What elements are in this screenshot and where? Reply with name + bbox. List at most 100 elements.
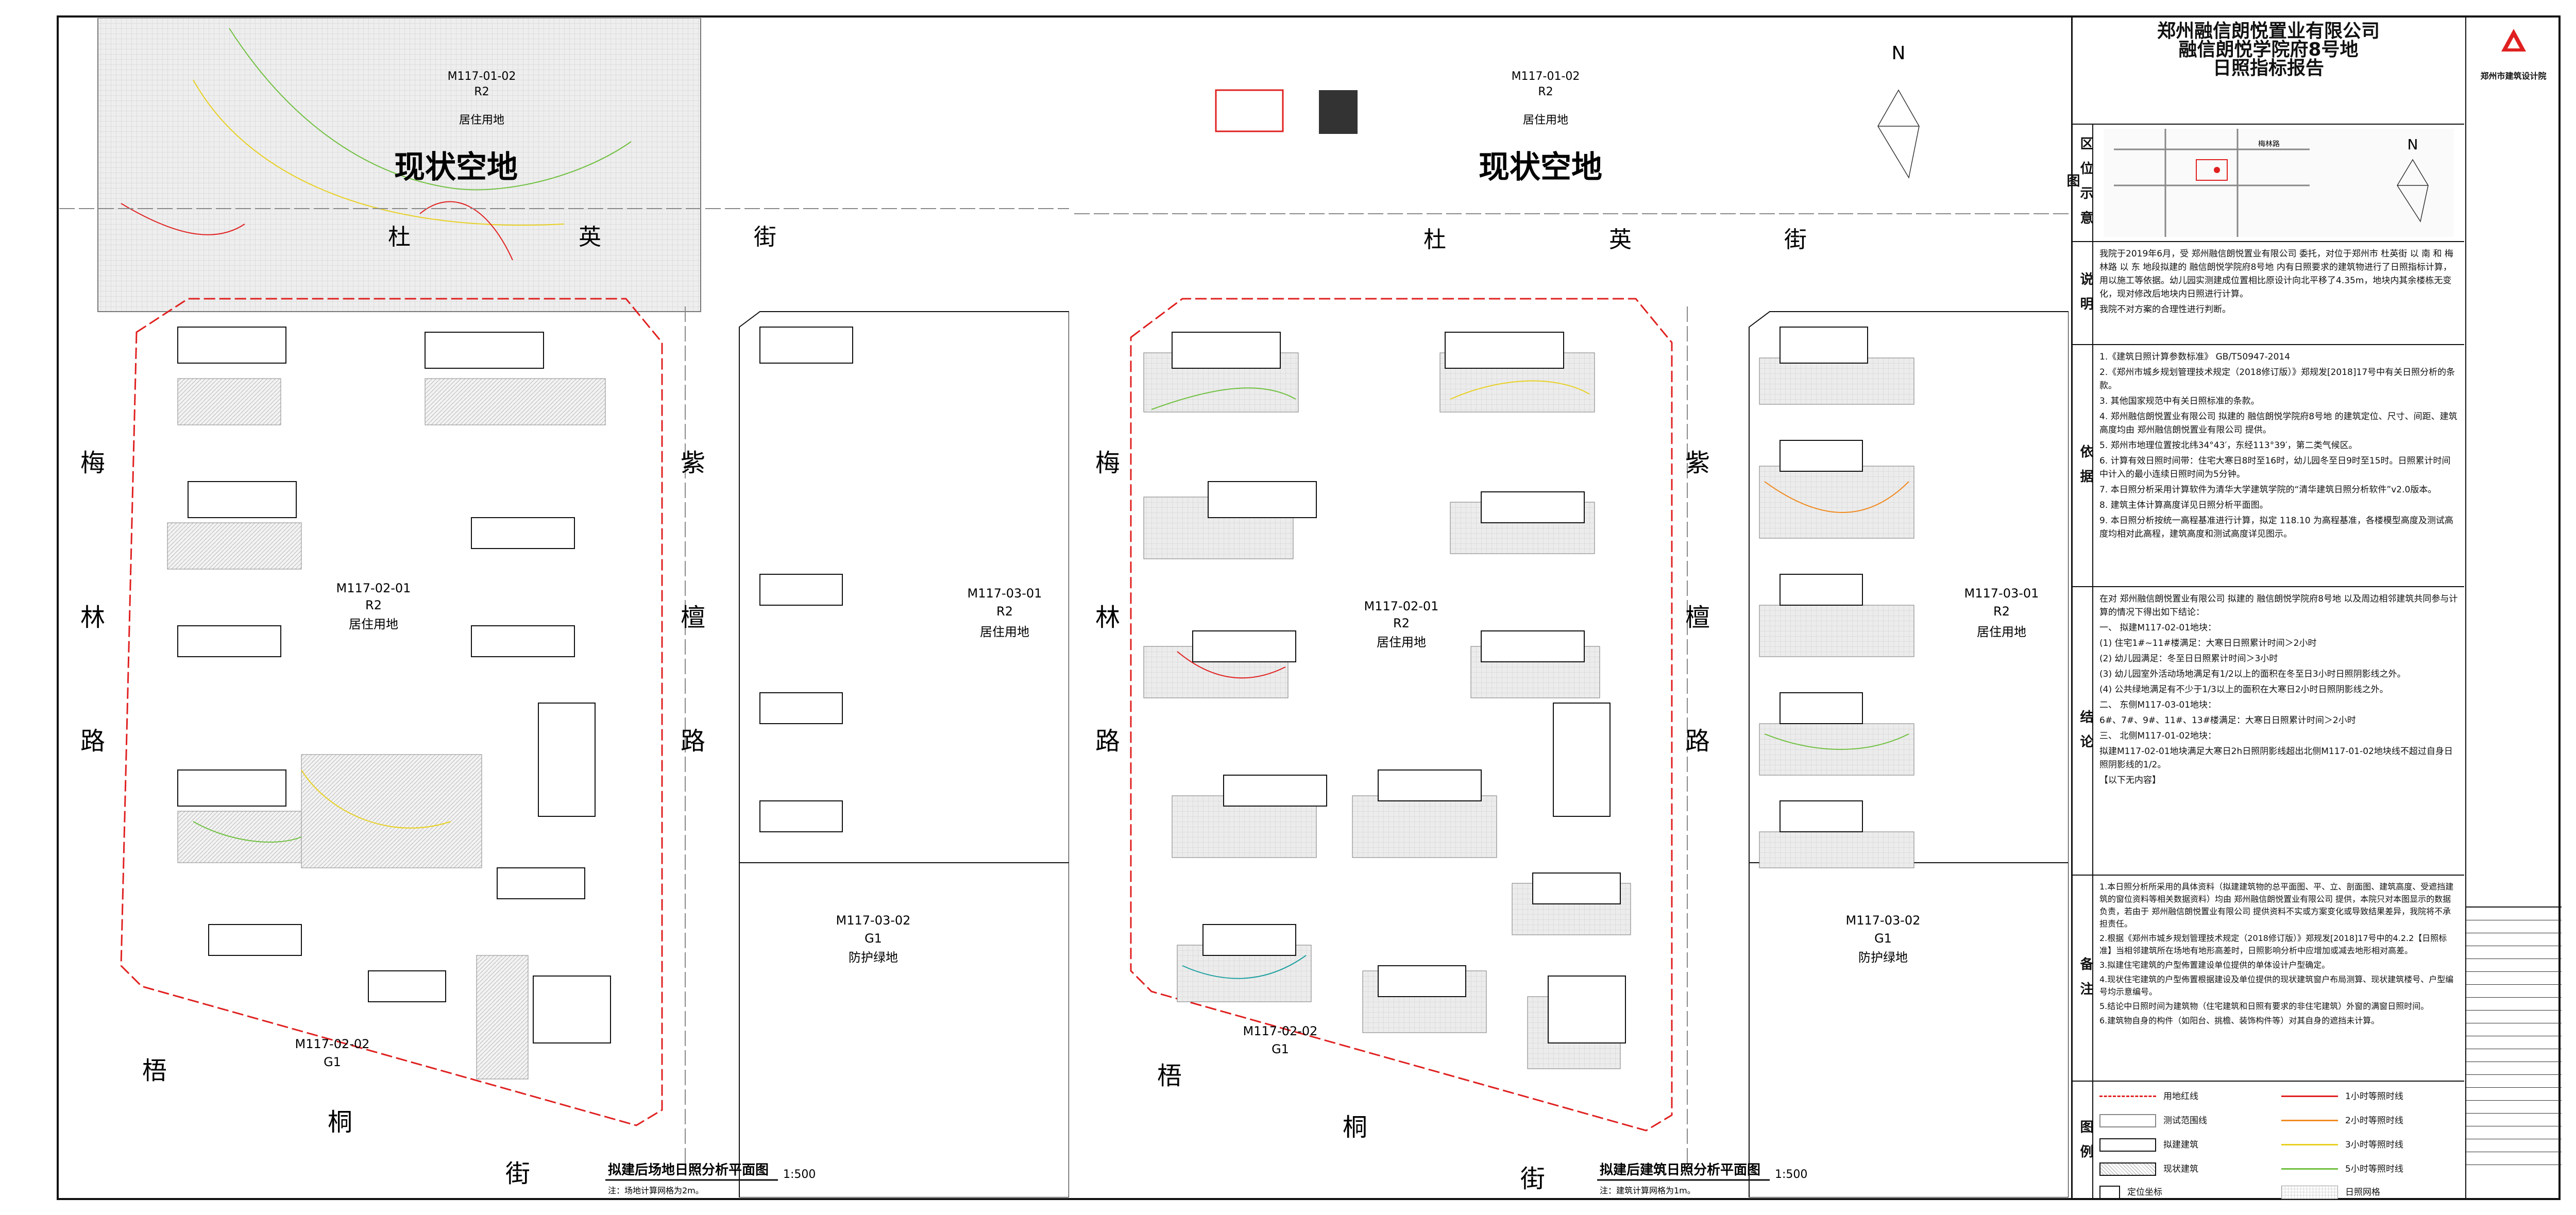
parcel-top-use: 居住用地 [459,114,504,127]
basis-section: 依据 1.《建筑日照计算参数标准》 GB/T50947-2014 2.《郑州市城… [2073,345,2464,587]
left-site-plan: 现状空地 M117-01-02 R2 居住用地 杜 英 街 梅 林 路 紫 檀 … [59,18,1069,1197]
parcel-top-id: M117-01-02 [1512,70,1580,83]
building [1553,703,1611,817]
street-left-3: 路 [80,727,105,756]
building [497,867,585,899]
parcel-main-id: M117-02-01 [336,581,411,595]
parcel-right-use: 居住用地 [1977,625,2026,639]
conclusion-item: 一、 拟建M117-02-01地块： [2099,623,2217,633]
street-mid-1: 紫 [1685,449,1710,477]
building [425,332,544,369]
building [1172,332,1281,369]
parcel-main-code: R2 [365,598,382,612]
conclusion-item: 【以下无内容】 [2099,775,2161,785]
street-mid-3: 路 [681,727,705,756]
green-right-use: 防护绿地 [849,950,898,965]
green-right-id: M117-03-02 [836,913,911,928]
title-block: 郑州融信朗悦置业有限公司 融信朗悦学院府8号地 日照指标报告 [2073,15,2464,125]
parcel-right-id: M117-03-01 [968,586,1042,601]
conclusion-item: 6#、7#、9#、11#、13#楼满足：大寒日日照累计时间＞2小时 [2099,715,2356,726]
conclusion-item: (1) 住宅1#~11#楼满足：大寒日日照累计时间＞2小时 [2099,638,2317,648]
building [1208,481,1317,518]
street-bottom-1: 梧 [142,1056,167,1085]
parcel-green-id: M117-02-02 [1243,1024,1318,1038]
building [759,692,843,724]
street-mid-2: 檀 [681,603,705,632]
building [1378,965,1466,997]
basis-item: 9. 本日照分析按统一高程基准进行计算，拟定 118.10 为高程基准，各楼模型… [2099,516,2453,539]
basis-item: 8. 建筑主体计算高度详见日照分析平面图。 [2099,500,2268,510]
building [1378,769,1482,801]
north-arrow [1877,89,1920,179]
building [1780,800,1863,832]
conclusion-item: (2) 幼儿园满足：冬至日日照累计时间＞3小时 [2099,654,2278,664]
legend-item: 3小时等照时线 [2281,1137,2458,1152]
location-map: 梅林路 N [2104,129,2454,237]
remark-item: 6.建筑物自身的构件（如阳台、挑檐、装饰构件等）对其自身的遮挡未计算。 [2099,1016,2380,1025]
conclusion-item: 拟建M117-02-01地块满足大寒日2h日照阴影线超出北侧M117-01-02… [2099,746,2453,770]
conclusion-item: 在对 郑州融信朗悦置业有限公司 拟建的 融信朗悦学院府8号地 以及周边相邻建筑共… [2099,594,2458,618]
street-left-2: 林 [80,603,105,632]
plan-scale: 1:500 [783,1168,816,1181]
street-mid-2: 檀 [1685,603,1710,632]
street-bottom-3: 街 [1520,1165,1545,1193]
institute-column: 郑州市建筑设计院 [2465,15,2562,1200]
legend-item: 定位坐标 [2099,1186,2276,1199]
remark-item: 1.本日照分析所采用的具体资料（拟建建筑物的总平面图、平、立、剖面图、建筑高度、… [2099,882,2454,929]
parcel-green-code: G1 [1272,1042,1289,1056]
plan-scale: 1:500 [1775,1168,1807,1181]
vacant-land-area [97,18,701,312]
legend-item: 用地红线 [2099,1089,2276,1104]
green-right-code: G1 [865,931,882,946]
building [1780,440,1863,472]
building [759,574,843,606]
conclusion-section: 结论 在对 郑州融信朗悦置业有限公司 拟建的 融信朗悦学院府8号地 以及周边相邻… [2073,587,2464,876]
conclusion-item: (3) 幼儿园室外活动场地满足有1/2以上的面积在冬至日3小时日照阴影线之外。 [2099,669,2406,679]
basis-item: 2.《郑州市城乡规划管理技术规定（2018修订版）》郑规发[2018]17号中有… [2099,367,2455,391]
basis-item: 3. 其他国家规范中有关日照标准的条款。 [2099,396,2260,406]
remark-item: 3.拟建住宅建筑的户型佈置建设单位提供的单体设计户型确定。 [2099,960,2330,970]
location-road-label: 梅林路 [2258,140,2280,148]
legend-item: 测试范围线 [2099,1113,2276,1128]
parcel-green-code: G1 [324,1055,341,1069]
vacant-label: 现状空地 [394,149,518,185]
location-section: 区位示意图 梅林路 N [2064,124,2464,242]
building [471,625,575,657]
qr-code [1319,90,1358,134]
plan-title: 拟建后场地日照分析平面图 [608,1162,769,1178]
street-left-1: 梅 [80,449,105,477]
vacant-label: 现状空地 [1479,149,1602,185]
parcel-top-use: 居住用地 [1523,114,1568,127]
building [1223,775,1327,807]
institute-logo-icon [2501,29,2526,52]
conclusion-item: 三、 北侧M117-01-02地块： [2099,731,2217,741]
project-name: 融信朗悦学院府8号地 [2178,39,2359,60]
street-bottom-2: 桐 [328,1108,352,1137]
building [1548,976,1626,1043]
building [1780,574,1863,606]
report-title: 日照指标报告 [2212,58,2324,79]
drawing-frame [57,15,2561,1200]
remark-item: 4.现状住宅建筑的户型佈置根据建设及单位提供的现状建筑窗户布局测算、现状建筑楼号… [2099,974,2454,997]
parcel-top-code: R2 [1538,85,1553,98]
remark-item: 5.结论中日照时间为建筑物（住宅建筑和日照有要求的非住宅建筑）外窗的满窗日照时间… [2099,1001,2429,1011]
legend-item: 1小时等照时线 [2281,1089,2458,1104]
parcel-main-id: M117-02-01 [1364,599,1439,613]
street-top-3: 街 [754,224,776,250]
legend-item: 5小时等照时线 [2281,1161,2458,1176]
green-right-use: 防护绿地 [1858,950,1908,965]
north-label: N [2408,136,2418,153]
parcel-main-use: 居住用地 [1377,635,1426,649]
section-label: 说明 [2073,242,2093,344]
street-top-3: 街 [1784,227,1807,253]
basis-item: 1.《建筑日照计算参数标准》 GB/T50947-2014 [2099,352,2291,362]
street-top-1: 杜 [388,224,411,250]
green-right-code: G1 [1874,931,1892,946]
section-label: 依据 [2073,345,2093,586]
street-bottom-2: 桐 [1343,1113,1367,1142]
parcel-main-code: R2 [1393,616,1410,630]
street-top-2: 英 [1609,227,1632,253]
street-left-3: 路 [1095,727,1120,756]
plan-note: 注：建筑计算网格为1m。 [1600,1186,1696,1195]
building [1192,630,1296,662]
